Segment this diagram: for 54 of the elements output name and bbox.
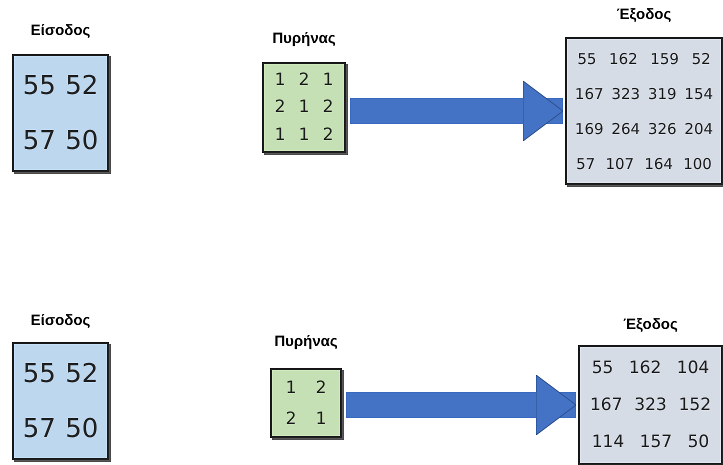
- matrix-value: 55: [577, 50, 596, 68]
- matrix-value: 264: [611, 120, 640, 138]
- matrix-value: 55: [22, 70, 56, 100]
- matrix-value: 52: [65, 70, 98, 100]
- matrix-value: 2: [316, 378, 326, 398]
- matrix-heading: Πυρήνας: [273, 333, 339, 350]
- matrix-value: 2: [286, 408, 296, 428]
- matrix-value: 55: [592, 358, 614, 378]
- matrix-heading: Είσοδος: [30, 22, 92, 39]
- matrix-value: 319: [648, 84, 677, 102]
- matrix-value: 52: [692, 50, 711, 68]
- matrix-value: 1: [316, 408, 326, 428]
- matrix-value: 52: [65, 358, 98, 388]
- matrix-value: 107: [605, 154, 634, 172]
- matrix-value: 323: [634, 394, 667, 415]
- matrix-value: 1: [298, 97, 310, 118]
- matrix-value: 1: [298, 125, 310, 146]
- matrix-value: 1: [322, 70, 334, 90]
- matrix-value: 167: [590, 394, 622, 415]
- matrix-value: 2: [322, 125, 334, 146]
- matrix-value: 323: [611, 84, 640, 102]
- matrix-value: 50: [688, 432, 710, 452]
- matrix-value: 152: [678, 394, 712, 415]
- matrix-value: 2: [274, 97, 286, 118]
- matrix-value: 162: [609, 50, 638, 68]
- matrix-value: 100: [683, 154, 712, 172]
- matrix-value: 204: [684, 120, 714, 138]
- matrix-value: 55: [22, 358, 56, 388]
- matrix-heading: Έξοδος: [616, 6, 672, 23]
- matrix-value: 154: [684, 84, 714, 102]
- matrix-value: 169: [574, 120, 604, 138]
- matrix-value: 104: [676, 358, 710, 378]
- matrix-value: 50: [65, 126, 98, 156]
- block-arrow: [346, 374, 576, 436]
- block-arrow: [350, 80, 564, 142]
- matrix-value: 164: [644, 154, 673, 172]
- matrix-value: 162: [628, 358, 662, 378]
- matrix-value: 1: [274, 125, 286, 146]
- matrix-value: 1: [286, 378, 296, 398]
- matrix-value: 57: [22, 414, 56, 444]
- matrix-value: 326: [648, 120, 677, 138]
- matrix-value: 1: [274, 70, 286, 90]
- matrix-value: 57: [22, 126, 56, 156]
- matrix-heading: Πυρήνας: [271, 30, 337, 47]
- matrix-value: 159: [650, 50, 679, 68]
- matrix-heading: Έξοδος: [622, 316, 679, 333]
- matrix-value: 50: [65, 414, 98, 444]
- matrix-value: 2: [322, 97, 334, 118]
- matrix-value: 114: [592, 432, 624, 452]
- matrix-value: 157: [640, 432, 672, 452]
- matrix-value: 167: [574, 84, 604, 102]
- matrix-value: 57: [576, 154, 596, 172]
- matrix-value: 2: [298, 70, 310, 90]
- matrix-heading: Είσοδος: [30, 312, 92, 329]
